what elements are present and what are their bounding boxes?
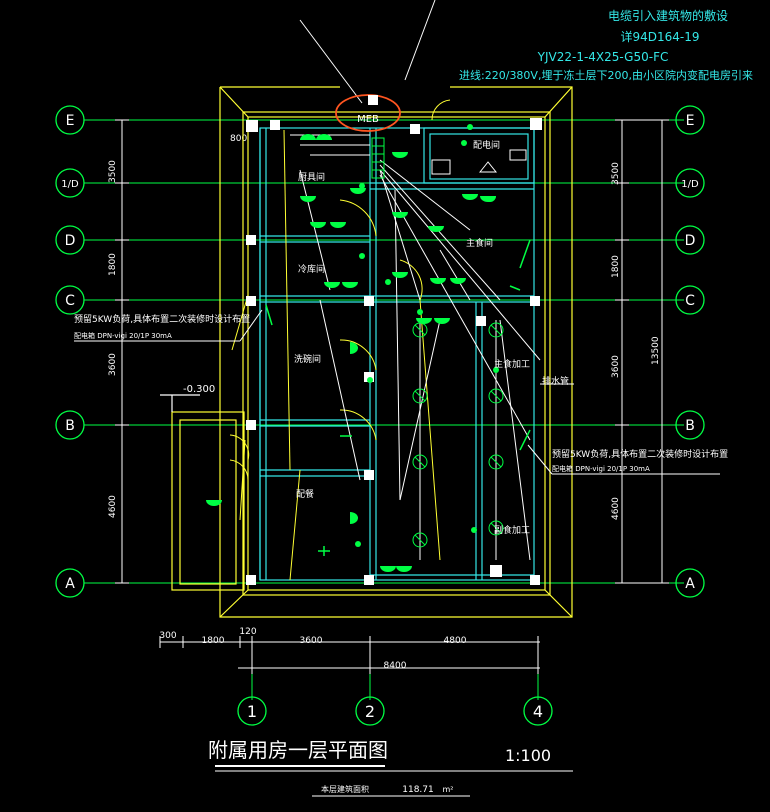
dim-left-3600: 3600 <box>108 353 118 376</box>
outlet-dots <box>355 124 499 547</box>
dim-bottom-300: 300 <box>159 631 176 641</box>
room-label-r5: 洗碗间 <box>294 353 321 365</box>
room-label-r3: 冷库间 <box>298 263 325 275</box>
grid-label-left-a: A <box>65 576 75 592</box>
room-label-r6: 主食加工 <box>494 358 530 370</box>
area-unit: m² <box>443 785 454 794</box>
grid-bubbles-right <box>675 105 705 598</box>
reserve-note-right-1: 预留5KW负荷,具体布置二次装修时设计布置 <box>552 448 728 460</box>
reserve-note-left-1: 预留5KW负荷,具体布置二次装修时设计布置 <box>74 313 250 325</box>
dim-left-1800: 1800 <box>108 253 118 276</box>
leader-line <box>299 19 363 104</box>
dim-right-13500: 13500 <box>651 336 661 365</box>
dimension-lines-right <box>615 119 669 584</box>
dimension-lines-left <box>115 119 129 584</box>
ceiling-lamps <box>412 322 504 548</box>
dim-bottom-3600: 3600 <box>300 636 323 646</box>
door-swings <box>229 99 451 581</box>
dimension-lines-bottom <box>159 636 540 674</box>
dim-left-3500: 3500 <box>108 160 118 183</box>
dim-left-800: 800 <box>230 134 247 144</box>
level-mark: -0.300 <box>183 384 215 395</box>
grid-lines <box>84 119 684 700</box>
drawing-scale: 1:100 <box>505 746 551 765</box>
note-standard: 详94D164-19 <box>620 29 699 44</box>
grid-label-right-b: B <box>685 418 695 434</box>
grid-label-left-b: B <box>65 418 75 434</box>
dim-right-1800: 1800 <box>611 255 621 278</box>
note-cable-entry: 电缆引入建筑物的敷设 <box>608 8 728 23</box>
dim-bottom-1800: 1800 <box>202 636 225 646</box>
grid-label-right-d: D <box>685 233 696 249</box>
reserve-note-right-2: 配电箱 DPN-vigi 20/1P 30mA <box>552 464 650 473</box>
room-label-r7: 配餐 <box>296 488 314 500</box>
room-label-r4: 主食间 <box>466 237 493 249</box>
dim-right-3500: 3500 <box>611 162 621 185</box>
distribution-board <box>371 137 385 179</box>
room-label-r9: 排水管 <box>542 375 569 387</box>
grid-label-col-4: 4 <box>533 702 543 721</box>
note-incoming-line: 进线:220/380V,埋于冻土层下200,由小区院内变配电房引来 <box>459 68 753 82</box>
dim-bottom-4800: 4800 <box>444 636 467 646</box>
grid-label-col-1: 1 <box>247 702 257 721</box>
dim-bottom-120: 120 <box>239 627 256 637</box>
reserve-note-leaders <box>74 309 720 475</box>
grid-bubbles-left <box>55 105 85 598</box>
note-cable-spec: YJV22-1-4X25-G50-FC <box>537 50 669 64</box>
dim-bottom-total: 8400 <box>384 661 407 671</box>
area-label: 本层建筑面积 <box>321 784 369 794</box>
wiring <box>290 134 541 561</box>
meb-label: MEB <box>357 114 379 125</box>
grid-label-left-c: C <box>65 293 75 309</box>
lamp-fixtures <box>206 134 496 572</box>
leader-line <box>404 0 436 81</box>
grid-label-left-e: E <box>66 113 75 129</box>
grid-label-right-c: C <box>685 293 695 309</box>
grid-label-col-2: 2 <box>365 702 375 721</box>
drawing-title: 附属用房一层平面图 <box>208 738 388 762</box>
room-label-r8: 副食加工 <box>494 524 530 536</box>
entry-porch <box>160 394 245 591</box>
grid-label-left-1d: 1/D <box>61 179 79 190</box>
area-value: 118.71 <box>402 785 434 795</box>
structural-columns <box>246 95 542 585</box>
dim-right-4600: 4600 <box>611 497 621 520</box>
dim-right-3600: 3600 <box>611 355 621 378</box>
grid-label-right-1d: 1/D <box>681 179 699 190</box>
room-label-r2: 厨具间 <box>298 171 325 183</box>
switches <box>265 239 531 556</box>
room-label-r1: 配电间 <box>473 139 500 151</box>
grid-label-left-d: D <box>65 233 76 249</box>
interior-walls <box>259 127 535 581</box>
building-outline <box>219 86 573 618</box>
grid-bubbles-bottom <box>237 696 553 726</box>
grid-label-right-a: A <box>685 576 695 592</box>
reserve-note-left-2: 配电箱 DPN-vigi 20/1P 30mA <box>74 331 172 340</box>
grid-label-right-e: E <box>686 113 695 129</box>
dim-left-4600: 4600 <box>108 495 118 518</box>
equipment-room-fixtures <box>431 149 527 175</box>
